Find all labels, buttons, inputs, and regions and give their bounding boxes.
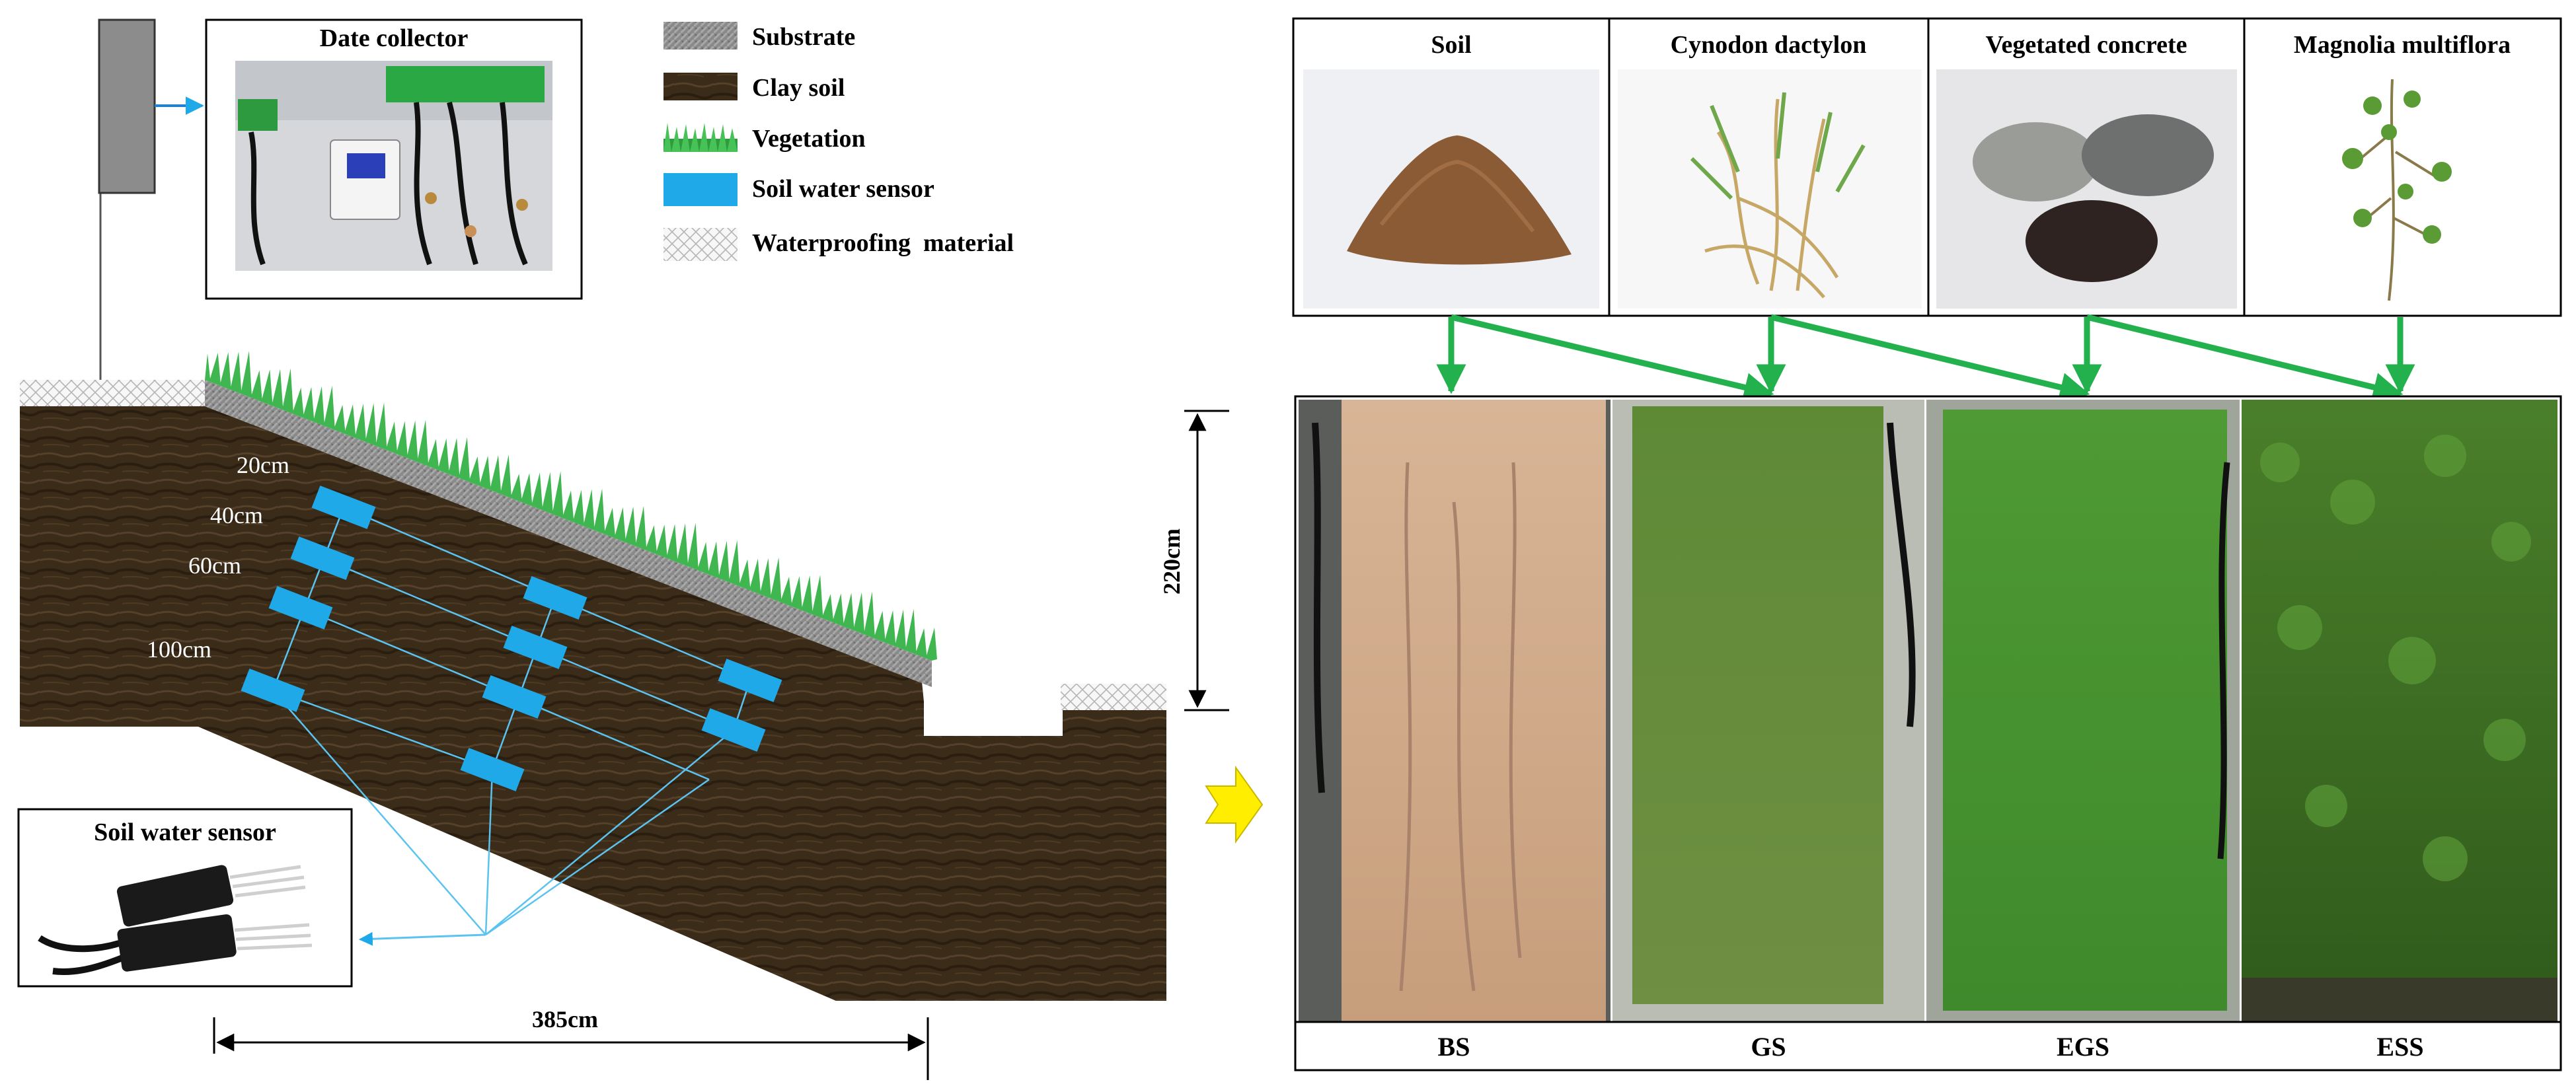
soil-water-sensor	[503, 626, 568, 669]
width-label: 385cm	[532, 1006, 598, 1033]
legend-vegetation-swatch	[663, 123, 738, 152]
soil-water-sensor	[268, 586, 333, 630]
legend-waterproof-swatch	[663, 228, 738, 261]
soil-water-sensor	[290, 536, 355, 580]
waterproofing-bottom	[1061, 684, 1166, 710]
plot-ess-photo	[2242, 400, 2557, 1022]
legend-clay-label: Clay soil	[752, 74, 845, 102]
pointer-arrow-icon	[1205, 765, 1264, 844]
vegetated-concrete-photo	[1936, 69, 2237, 308]
sensor-set	[241, 486, 782, 791]
material-label-soil: Soil	[1431, 31, 1471, 59]
plot-bs-photo	[1299, 400, 1610, 1022]
material-label-cynodon: Cynodon dactylon	[1671, 31, 1867, 59]
plot-label-bs: BS	[1438, 1032, 1470, 1062]
sensor-network	[272, 506, 751, 946]
legend-sensor-label: Soil water sensor	[752, 175, 934, 203]
plot-egs-photo	[1926, 400, 2240, 1022]
height-dimension: 220cm	[1158, 410, 1229, 711]
material-label-concrete: Vegetated concrete	[1986, 31, 2187, 59]
sensor-photo	[38, 865, 313, 975]
plot-label-gs: GS	[1751, 1032, 1786, 1062]
substrate-band	[205, 380, 932, 687]
width-dimension: 385cm	[213, 1006, 929, 1080]
height-label: 220cm	[1158, 528, 1185, 595]
sensor-box-title: Soil water sensor	[94, 818, 276, 846]
soil-water-sensor	[523, 576, 587, 620]
collector-title: Date collector	[320, 24, 469, 52]
plots-panel: BS GS EGS ESS	[1294, 395, 2562, 1071]
soil-water-sensor	[311, 486, 376, 529]
soil-water-sensor	[701, 708, 766, 752]
soil-water-sensor	[718, 659, 782, 702]
material-label-magnolia: Magnolia multiflora	[2294, 31, 2511, 59]
terminal-board	[386, 66, 545, 102]
depth-label-20: 20cm	[237, 452, 289, 478]
depth-labels: 20cm 40cm 60cm 100cm	[147, 452, 289, 663]
magnolia-photo	[2252, 69, 2553, 308]
depth-label-60: 60cm	[188, 552, 241, 579]
materials-panel: Soil Cynodon dactylon Vegetated concrete…	[1292, 17, 2562, 317]
legend: Substrate Clay soil Vegetation Soil wate…	[663, 22, 1014, 261]
vegetation-strip	[205, 351, 937, 661]
plot-label-egs: EGS	[2057, 1032, 2109, 1062]
soil-water-sensor	[241, 669, 305, 712]
legend-vegetation-label: Vegetation	[752, 125, 866, 153]
plot-gs-photo	[1612, 400, 1924, 1022]
excavation-pit	[924, 683, 1063, 736]
legend-clay-swatch	[663, 73, 738, 100]
soil-photo	[1303, 69, 1599, 308]
waterproofing-top	[20, 380, 205, 406]
legend-substrate-swatch	[663, 22, 738, 50]
grass-blades	[205, 351, 937, 661]
collector-enclosure	[98, 18, 156, 194]
legend-substrate-label: Substrate	[752, 23, 855, 51]
controller-unit	[330, 139, 400, 220]
legend-waterproof-label: Waterproofing material	[752, 229, 1014, 257]
soil-water-sensor	[460, 748, 525, 791]
legend-sensor-swatch	[663, 173, 738, 206]
depth-label-100: 100cm	[147, 636, 211, 663]
sensor-box: Soil water sensor	[17, 808, 353, 988]
material-arrows	[1436, 314, 2415, 402]
cynodon-photo	[1618, 69, 1922, 308]
plot-label-ess: ESS	[2376, 1032, 2423, 1062]
collector-box: Date collector	[205, 18, 583, 300]
soil-water-sensor	[482, 675, 547, 719]
depth-label-40: 40cm	[210, 502, 263, 528]
